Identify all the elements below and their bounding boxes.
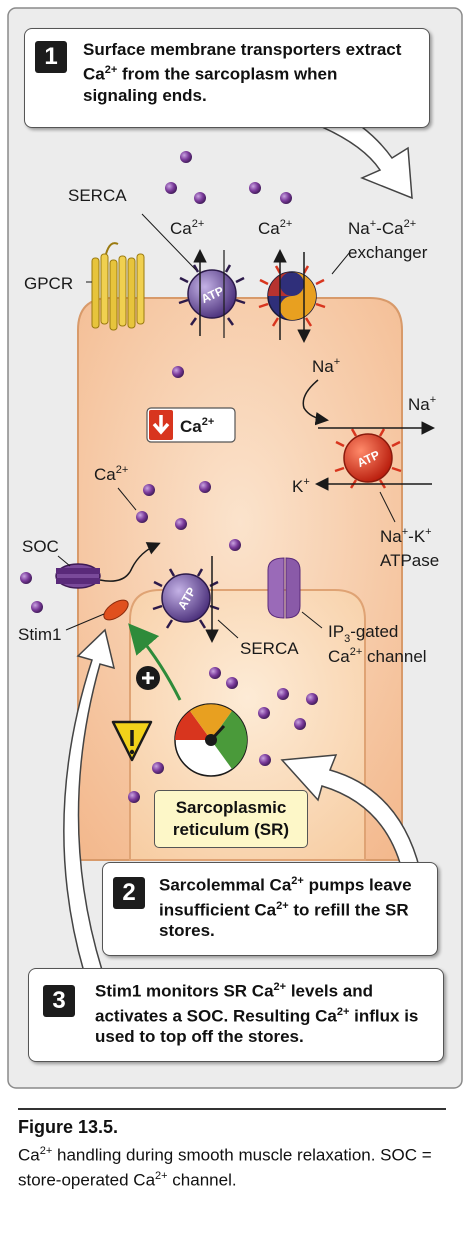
stim1-sensor — [103, 599, 129, 621]
ca-ion — [165, 182, 177, 194]
sr-label-line1: Sarcoplasmic — [175, 798, 287, 817]
plus-badge — [136, 666, 160, 690]
ca-ion — [249, 182, 261, 194]
gpcr-receptor — [91, 242, 145, 331]
ca-ion — [143, 484, 155, 496]
figure-caption: Figure 13.5. Ca2+ handling during smooth… — [18, 1117, 458, 1190]
ca-ion — [199, 481, 211, 493]
caption-title: Figure 13.5. — [18, 1117, 119, 1137]
ca-ion — [259, 754, 271, 766]
ncx-label-line2: exchanger — [348, 243, 428, 262]
gpcr-label: GPCR — [24, 274, 73, 293]
stim1-label: Stim1 — [18, 625, 61, 644]
ca-ion — [306, 693, 318, 705]
ca-ion — [229, 539, 241, 551]
ca-cytosol-label: Ca2+ — [94, 464, 128, 484]
serca-pump-surface: ATP — [178, 249, 246, 338]
ca-ion — [209, 667, 221, 679]
callout-1-number: 1 — [35, 41, 67, 73]
calcium-ions — [20, 151, 318, 803]
sr-label-box: Sarcoplasmic reticulum (SR) — [154, 790, 308, 848]
ca-ion — [194, 192, 206, 204]
step3-arrow — [63, 628, 116, 973]
ip3-label-line2: Ca2+ channel — [328, 646, 427, 666]
callout-1-text: Surface membrane transporters extract Ca… — [83, 40, 402, 105]
callout-1: 1 Surface membrane transporters extract … — [24, 28, 430, 128]
ca-right-label: Ca2+ — [258, 218, 292, 238]
step2-arrow — [280, 754, 421, 871]
ca-ion — [152, 762, 164, 774]
serca-pump-sr: ATP — [152, 556, 220, 643]
ca-ion — [294, 718, 306, 730]
ca-ion — [128, 791, 140, 803]
gauge-e-label: E — [186, 754, 193, 765]
gauge-icon: E — [174, 703, 248, 777]
ip3-channel — [267, 557, 301, 619]
k-label: K+ — [292, 476, 310, 496]
warning-icon — [111, 720, 153, 762]
caption-body: Ca2+ handling during smooth muscle relax… — [18, 1145, 432, 1190]
ca-ion — [280, 192, 292, 204]
serca-sr-label: SERCA — [240, 639, 299, 658]
ca-ion — [277, 688, 289, 700]
ca-ion — [136, 511, 148, 523]
nak-label-line1: Na+-K+ — [380, 526, 432, 546]
ncx-exchanger — [258, 249, 326, 343]
ca-ion — [258, 707, 270, 719]
na-out-label: Na+ — [408, 394, 436, 414]
ca-ion — [226, 677, 238, 689]
soc-label: SOC — [22, 537, 59, 556]
ca-decrease-label: Ca2+ — [180, 416, 214, 436]
ca-decrease-badge — [146, 407, 236, 443]
figure-diagram: ATP ATP — [7, 7, 463, 1089]
activation-arrow — [128, 623, 182, 701]
ca-ion — [20, 572, 32, 584]
ca-left-label: Ca2+ — [170, 218, 204, 238]
ip3-label-line1: IP3-gated — [328, 622, 398, 645]
serca-top-label: SERCA — [68, 186, 127, 205]
soc-channel — [55, 563, 101, 589]
callout-3-text: Stim1 monitors SR Ca2+ levels and activa… — [95, 981, 419, 1047]
callout-2-text: Sarcolemmal Ca2+ pumps leave insufficien… — [159, 875, 412, 941]
callout-3-number: 3 — [43, 985, 75, 1017]
callout-3: 3 Stim1 monitors SR Ca2+ levels and acti… — [28, 968, 444, 1062]
na-k-atpase: ATP — [315, 421, 435, 491]
callout-2-number: 2 — [113, 877, 145, 909]
ca-ion — [172, 366, 184, 378]
na-in-label: Na+ — [312, 356, 340, 376]
ca-ion — [180, 151, 192, 163]
callout-2: 2 Sarcolemmal Ca2+ pumps leave insuffici… — [102, 862, 438, 956]
sr-label-line2: reticulum (SR) — [172, 820, 290, 839]
nak-label-line2: ATPase — [380, 551, 439, 570]
ca-ion — [175, 518, 187, 530]
ncx-label-line1: Na+-Ca2+ — [348, 218, 416, 238]
caption-rule — [18, 1108, 446, 1110]
ca-ion — [31, 601, 43, 613]
